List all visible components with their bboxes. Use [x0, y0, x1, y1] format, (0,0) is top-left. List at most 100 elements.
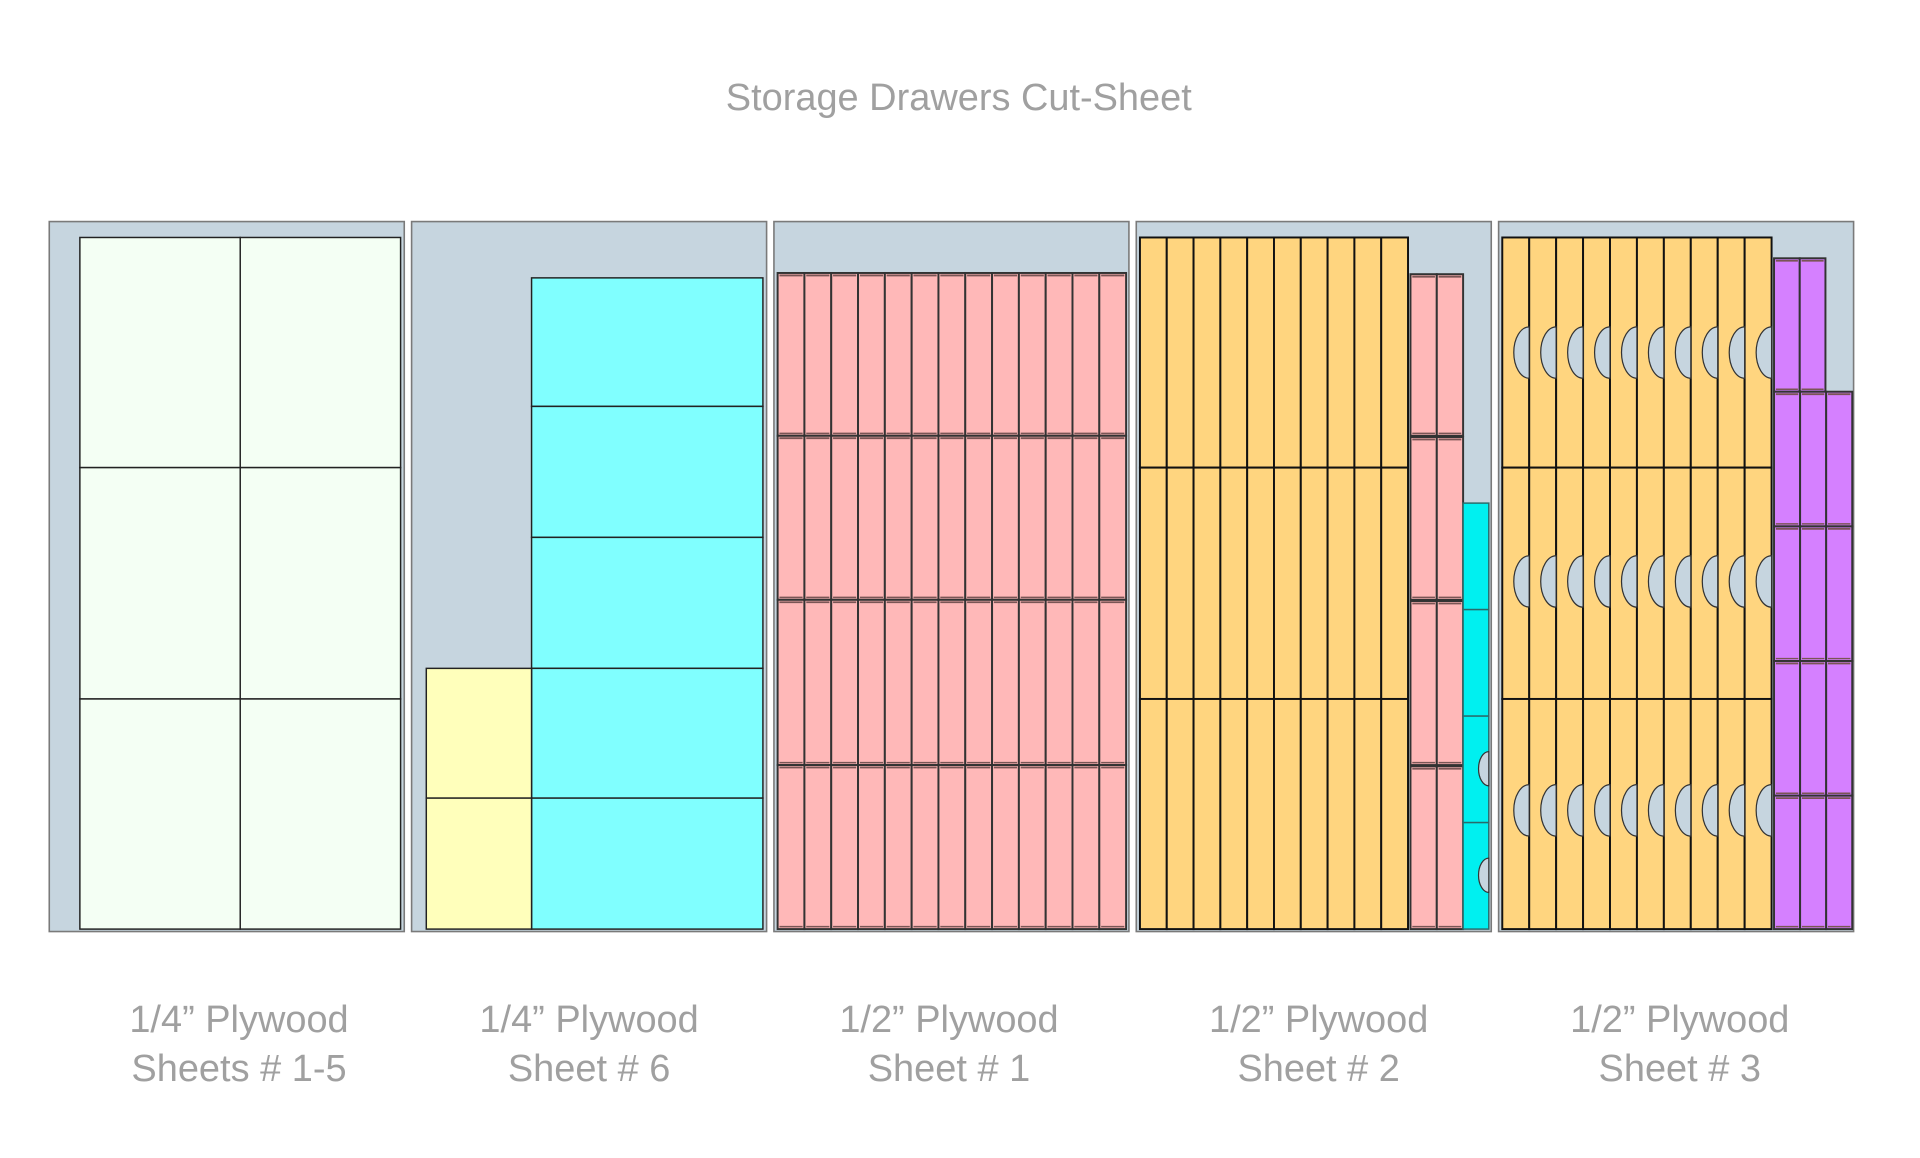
- sheet-1-panel: [79, 466, 241, 700]
- sheet-4-pink-strip: [1435, 273, 1465, 437]
- sheet-3-pink-strip: [991, 271, 1020, 437]
- sheet-4-orange-strip: [1299, 466, 1329, 700]
- sheet-4-orange-strip: [1219, 236, 1249, 469]
- sheet-4-handle-cutout: [1477, 857, 1490, 893]
- sheet-5-handle-cutout: [1701, 784, 1719, 837]
- sheet-3-pink-strip: [883, 271, 913, 437]
- sheet-3-pink-strip: [937, 764, 967, 931]
- sheet-5-purple-strip: [1773, 390, 1802, 528]
- sheet-3-pink-strip: [857, 434, 886, 601]
- sheet-4-orange-strip: [1299, 236, 1329, 469]
- sheet-2-cyan-panel: [530, 667, 764, 799]
- sheet-5-purple-strip: [1773, 794, 1802, 931]
- sheet-3-pink-strip: [857, 764, 886, 931]
- sheet-5-purple-strip: [1799, 794, 1828, 931]
- sheet-5-purple-strip: [1799, 390, 1828, 528]
- sheet-5-handle-cutout: [1513, 555, 1530, 608]
- sheet-4-handle-cutout: [1477, 750, 1490, 787]
- sheet-3-pink-strip: [830, 434, 860, 601]
- sheet-5-handle-cutout: [1647, 784, 1665, 837]
- sheet-5-handle-cutout: [1540, 555, 1557, 608]
- sheet-4-orange-strip: [1353, 697, 1383, 931]
- sheet-3-pink-strip: [1044, 434, 1074, 601]
- sheet-4-orange-strip: [1165, 697, 1195, 931]
- sheet-5-handle-cutout: [1728, 555, 1746, 608]
- sheet-1-panel: [79, 698, 241, 930]
- sheet-4-orange-strip: [1380, 697, 1410, 931]
- sheet-4-orange-strip: [1138, 236, 1168, 469]
- sheet-5-purple-strip: [1773, 525, 1802, 662]
- sheet-5-handle-cutout: [1620, 784, 1638, 837]
- sheet-3-pink-strip: [1017, 764, 1047, 931]
- sheet-5-handle-cutout: [1593, 784, 1611, 837]
- sheet-3-pink-strip: [803, 598, 833, 767]
- sheet-2-cyan-panel: [530, 277, 764, 408]
- sheet-4-orange-strip: [1380, 236, 1410, 469]
- sheet-3-pink-strip: [776, 271, 806, 437]
- sheet-5-handle-cutout: [1755, 326, 1773, 379]
- sheet-3-pink-strip: [830, 764, 860, 931]
- sheet-5-handle-cutout: [1567, 784, 1584, 837]
- sheet-5-handle-cutout: [1593, 555, 1611, 608]
- sheet-5-handle-cutout: [1728, 784, 1746, 837]
- sheet-4-orange-strip: [1273, 466, 1302, 700]
- sheet-4-orange-strip: [1192, 236, 1222, 469]
- sheet-1-panel: [239, 698, 402, 930]
- sheet-5-handle-cutout: [1674, 326, 1692, 379]
- sheet-4-orange-strip: [1246, 466, 1275, 700]
- sheet-5-handle-cutout: [1540, 326, 1557, 379]
- sheet-4-pink-strip: [1409, 765, 1438, 931]
- sheet-4-orange-strip: [1326, 236, 1356, 469]
- sheet-3-pink-strip: [883, 764, 913, 931]
- sheet-3-pink-strip: [991, 598, 1020, 767]
- sheet-3-pink-strip: [1044, 598, 1074, 767]
- sheet-5-purple-strip: [1799, 660, 1828, 797]
- sheet-5-purple-strip: [1825, 525, 1854, 662]
- sheet-5-purple-strip: [1799, 525, 1828, 662]
- sheet-4-pink-strip: [1409, 600, 1438, 767]
- sheet-2-label-line1: 1/4” Plywood: [479, 999, 698, 1041]
- sheet-3-pink-strip: [1098, 598, 1128, 767]
- sheet-5-purple-strip: [1825, 660, 1854, 797]
- sheet-3-pink-strip: [937, 434, 967, 601]
- sheet-5-purple-strip: [1798, 257, 1827, 393]
- sheet-4-orange-strip: [1138, 466, 1168, 700]
- sheet-5-handle-cutout: [1701, 555, 1719, 608]
- sheet-3-pink-strip: [776, 598, 806, 767]
- sheet-2-cyan-panel: [530, 536, 764, 670]
- sheet-3-pink-strip: [803, 764, 833, 931]
- sheet-5-handle-cutout: [1567, 555, 1584, 608]
- sheet-5-handle-cutout: [1647, 326, 1665, 379]
- sheet-4-orange-strip: [1192, 697, 1222, 931]
- sheet-2-yellow-panel: [425, 797, 533, 930]
- sheet-5-handle-cutout: [1513, 326, 1530, 379]
- sheet-5-handle-cutout: [1755, 784, 1773, 837]
- sheet-5-handle-cutout: [1593, 326, 1611, 379]
- sheet-4-cyan-strip: [1462, 502, 1490, 611]
- sheet-3-pink-strip: [1098, 434, 1128, 601]
- sheet-1-panel: [239, 466, 402, 700]
- sheet-3-pink-strip: [803, 271, 833, 437]
- sheet-5-handle-cutout: [1540, 784, 1557, 837]
- sheet-2-label-line2: Sheet # 6: [508, 1048, 670, 1090]
- sheet-3-pink-strip: [1017, 271, 1047, 437]
- sheet-3-pink-strip: [1071, 598, 1101, 767]
- sheet-3-pink-strip: [937, 598, 967, 767]
- sheet-4-orange-strip: [1192, 466, 1222, 700]
- sheet-4-cyan-strip: [1462, 608, 1490, 717]
- sheet-4-pink-strip: [1435, 436, 1465, 601]
- sheet-4-orange-strip: [1353, 236, 1383, 469]
- sheet-4-pink-strip: [1409, 436, 1438, 601]
- sheet-4-orange-strip: [1273, 697, 1302, 931]
- sheet-3-pink-strip: [937, 271, 967, 437]
- sheet-5-handle-cutout: [1755, 555, 1773, 608]
- sheet-3-pink-strip: [776, 434, 806, 601]
- sheet-3-pink-strip: [964, 271, 994, 437]
- sheet-2-yellow-panel: [425, 667, 533, 799]
- sheet-4-orange-strip: [1165, 466, 1195, 700]
- sheet-4-orange-strip: [1273, 236, 1302, 469]
- sheet-4-pink-strip: [1435, 600, 1465, 767]
- sheet-3-pink-strip: [1071, 764, 1101, 931]
- sheet-3-pink-strip: [991, 764, 1020, 931]
